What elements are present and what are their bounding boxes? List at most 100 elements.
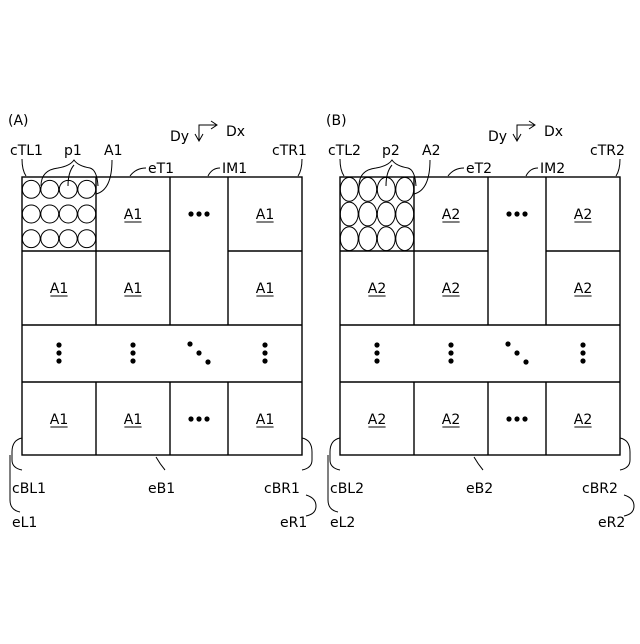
block-leader-label: A2 bbox=[422, 143, 440, 159]
edge-label-left: eL1 bbox=[12, 515, 37, 531]
leader-image bbox=[208, 168, 220, 176]
ellipsis-dot bbox=[130, 358, 135, 363]
edge-label-bottom: eB2 bbox=[466, 481, 493, 497]
ellipsis-dot bbox=[506, 211, 511, 216]
pixel-circle bbox=[78, 205, 96, 223]
corner-label-top-left: cTL1 bbox=[10, 143, 43, 159]
pixel-label: p1 bbox=[64, 143, 82, 159]
leader-edge-top bbox=[130, 168, 146, 176]
ellipsis-dot bbox=[262, 350, 267, 355]
block-label: A1 bbox=[256, 281, 274, 297]
edge-label-right: eR1 bbox=[280, 515, 307, 531]
edge-label-left: eL2 bbox=[330, 515, 355, 531]
ellipsis-dot bbox=[374, 350, 379, 355]
block-label: A2 bbox=[368, 281, 386, 297]
pixel-ellipse bbox=[340, 202, 358, 226]
leader-ctr bbox=[616, 159, 620, 176]
corner-label-bottom-right: cBR1 bbox=[264, 481, 300, 497]
block-label: A2 bbox=[442, 412, 460, 428]
pixel-ellipse bbox=[340, 177, 358, 201]
ellipsis-dot bbox=[130, 342, 135, 347]
ellipsis-dot bbox=[56, 342, 61, 347]
leader-cbr bbox=[620, 438, 630, 470]
leader-ctr bbox=[298, 159, 302, 176]
ellipsis-dot bbox=[56, 350, 61, 355]
ellipsis-dot bbox=[130, 350, 135, 355]
block-label: A2 bbox=[574, 281, 592, 297]
leader-ctl bbox=[22, 159, 26, 176]
corner-label-bottom-right: cBR2 bbox=[582, 481, 618, 497]
panel-A: A1A1A1A1A1A1A1A1(A)DyDxcTL1cTR1p1A1eT1IM… bbox=[8, 113, 316, 531]
ellipsis-dot bbox=[448, 342, 453, 347]
leader-edge-bottom bbox=[474, 457, 483, 470]
edge-label-top: eT1 bbox=[148, 161, 174, 177]
pixel-circle bbox=[22, 205, 40, 223]
ellipsis-dot bbox=[262, 342, 267, 347]
pixel-ellipse bbox=[377, 227, 395, 251]
block-label: A1 bbox=[50, 281, 68, 297]
pixel-ellipse bbox=[396, 177, 414, 201]
ellipsis-dot bbox=[522, 211, 527, 216]
edge-label-right: eR2 bbox=[598, 515, 625, 531]
axis-dx-label: Dx bbox=[226, 124, 245, 140]
panel-label: (A) bbox=[8, 113, 29, 129]
ellipsis-dot bbox=[580, 350, 585, 355]
pixel-ellipse bbox=[359, 202, 377, 226]
leader-image bbox=[526, 168, 538, 176]
block-label: A1 bbox=[124, 207, 142, 223]
pixel-ellipse bbox=[340, 227, 358, 251]
ellipsis-dot bbox=[204, 211, 209, 216]
block-label: A2 bbox=[574, 412, 592, 428]
ellipsis-dot bbox=[514, 211, 519, 216]
image-label: IM1 bbox=[222, 161, 247, 177]
ellipsis-dot bbox=[522, 416, 527, 421]
corner-label-bottom-left: cBL2 bbox=[330, 481, 364, 497]
edge-label-top: eT2 bbox=[466, 161, 492, 177]
ellipsis-dot bbox=[506, 416, 511, 421]
pixel-circle bbox=[78, 180, 96, 198]
corner-label-bottom-left: cBL1 bbox=[12, 481, 46, 497]
leader-pixel-mid bbox=[68, 165, 74, 186]
pixel-ellipse bbox=[377, 202, 395, 226]
ellipsis-dot bbox=[374, 342, 379, 347]
leader-cbl bbox=[330, 438, 340, 470]
ellipsis-dot bbox=[580, 358, 585, 363]
ellipsis-dot bbox=[580, 342, 585, 347]
pixel-circle bbox=[41, 230, 59, 248]
leader-er bbox=[624, 495, 634, 516]
leader-cbl bbox=[12, 438, 22, 470]
pixel-ellipse bbox=[359, 177, 377, 201]
ellipsis-dot bbox=[205, 359, 210, 364]
pixel-circle bbox=[59, 230, 77, 248]
pixel-circle bbox=[41, 180, 59, 198]
panel-label: (B) bbox=[326, 113, 347, 129]
leader-ctl bbox=[340, 159, 344, 176]
axis-dy-label: Dy bbox=[488, 129, 507, 145]
block-label: A1 bbox=[256, 207, 274, 223]
ellipsis-dot bbox=[56, 358, 61, 363]
block-label: A1 bbox=[124, 412, 142, 428]
ellipsis-dot bbox=[514, 350, 519, 355]
leader-pixel-mid bbox=[386, 165, 392, 186]
block-leader-label: A1 bbox=[104, 143, 122, 159]
corner-label-top-left: cTL2 bbox=[328, 143, 361, 159]
ellipsis-dot bbox=[448, 358, 453, 363]
ellipsis-dot bbox=[187, 341, 192, 346]
ellipsis-dot bbox=[188, 211, 193, 216]
edge-label-bottom: eB1 bbox=[148, 481, 175, 497]
block-label: A2 bbox=[442, 281, 460, 297]
axis-dy-label: Dy bbox=[170, 129, 189, 145]
corner-label-top-right: cTR2 bbox=[590, 143, 625, 159]
block-label: A2 bbox=[442, 207, 460, 223]
leader-er bbox=[306, 495, 316, 516]
leader-edge-bottom bbox=[156, 457, 165, 470]
ellipsis-dot bbox=[505, 341, 510, 346]
ellipsis-dot bbox=[448, 350, 453, 355]
pixel-circle bbox=[41, 205, 59, 223]
ellipsis-dot bbox=[188, 416, 193, 421]
ellipsis-dot bbox=[196, 211, 201, 216]
ellipsis-dot bbox=[374, 358, 379, 363]
corner-label-top-right: cTR1 bbox=[272, 143, 307, 159]
